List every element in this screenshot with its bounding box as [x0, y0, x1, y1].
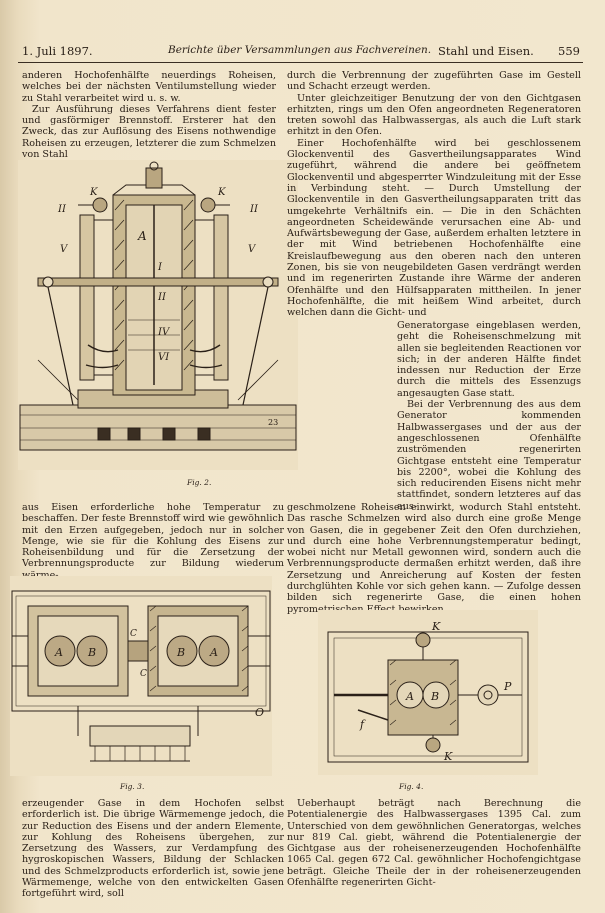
figure-3: A B C A B C O	[10, 576, 272, 776]
figure-2-drawing: II II K K V V A I II IV VI 23	[19, 161, 297, 451]
figure-3-label: C	[130, 629, 137, 639]
figure-4-drawing: K A B P f K	[327, 620, 529, 763]
figure-4: K A B P f K	[318, 610, 538, 775]
header-journal: Stahl und Eisen.	[438, 44, 534, 58]
figure-4-label: P	[503, 680, 512, 693]
paragraph: Zur Ausführung dieses Verfahrens dient f…	[22, 103, 276, 161]
figure-2-label: IV	[157, 327, 171, 338]
figure-2-label: I	[157, 262, 163, 273]
figure-2-label: II	[57, 204, 67, 215]
paragraph: Ueberhaupt beträgt nach Berechnung die P…	[287, 798, 581, 889]
paragraph: Unter gleichzeitiger Benutzung der von d…	[287, 92, 581, 138]
figure-4-label: f	[359, 718, 366, 731]
paragraph: erzeugender Gase in dem Hochofen selbst …	[22, 798, 284, 900]
right-column-middle: geschmolzene Roheisen einwirkt, wodurch …	[287, 502, 581, 615]
figure-2: II II K K V V A I II IV VI 23	[18, 160, 298, 470]
paragraph: aus Eisen erforderliche hohe Temperatur …	[22, 502, 284, 581]
header-title: Berichte über Versammlungen aus Fachvere…	[168, 44, 432, 56]
paragraph: durch die Verbrennung der zugeführten Ga…	[287, 70, 581, 93]
paragraph: Einer Hochofenhälfte wird bei geschlosse…	[287, 137, 581, 319]
header-date: 1. Juli 1897.	[22, 44, 93, 58]
figure-4-caption: Fig. 4.	[399, 782, 424, 791]
figure-2-label: V	[248, 244, 257, 255]
figure-2-label: A	[137, 229, 147, 243]
figure-2-label: II	[157, 292, 167, 303]
figure-4-label: B	[430, 690, 439, 703]
paragraph: anderen Hochofenhälfte neuerdings Roheis…	[22, 70, 276, 104]
figure-2-label: K	[89, 187, 98, 198]
figure-3-label: A	[209, 646, 218, 659]
figure-3-label: O	[255, 706, 264, 719]
figure-4-label: A	[405, 690, 414, 703]
right-column-narrow: Generatorgase eingeblasen werden, geht d…	[397, 320, 581, 512]
figure-2-label: K	[217, 187, 226, 198]
paragraph: Bei der Verbrennung des aus dem Generato…	[397, 399, 581, 512]
left-column-middle: aus Eisen erforderliche hohe Temperatur …	[22, 502, 284, 581]
figure-2-label: II	[249, 204, 259, 215]
left-column-top: anderen Hochofenhälfte neuerdings Roheis…	[22, 70, 276, 160]
figure-3-drawing: A B C A B C O	[11, 590, 271, 762]
figure-2-caption: Fig. 2.	[187, 478, 212, 487]
paragraph: geschmolzene Roheisen einwirkt, wodurch …	[287, 502, 581, 615]
paragraph: Generatorgase eingeblasen werden, geht d…	[397, 320, 581, 399]
figure-3-label: C	[140, 669, 147, 679]
figure-2-label: V	[60, 244, 69, 255]
figure-3-label: B	[176, 646, 185, 659]
figure-2-label: 23	[268, 418, 278, 427]
figure-3-caption: Fig. 3.	[120, 782, 145, 791]
figure-3-label: A	[54, 646, 63, 659]
figure-4-label: K	[443, 750, 453, 763]
left-column-bottom: erzeugender Gase in dem Hochofen selbst …	[22, 798, 284, 900]
header-page-number: 559	[558, 44, 580, 58]
header-rule	[18, 62, 583, 63]
right-column-top: durch die Verbrennung der zugeführten Ga…	[287, 70, 581, 319]
figure-3-label: B	[87, 646, 96, 659]
right-column-bottom: Ueberhaupt beträgt nach Berechnung die P…	[287, 798, 581, 888]
figure-2-label: VI	[158, 352, 170, 363]
figure-4-label: K	[431, 620, 441, 633]
